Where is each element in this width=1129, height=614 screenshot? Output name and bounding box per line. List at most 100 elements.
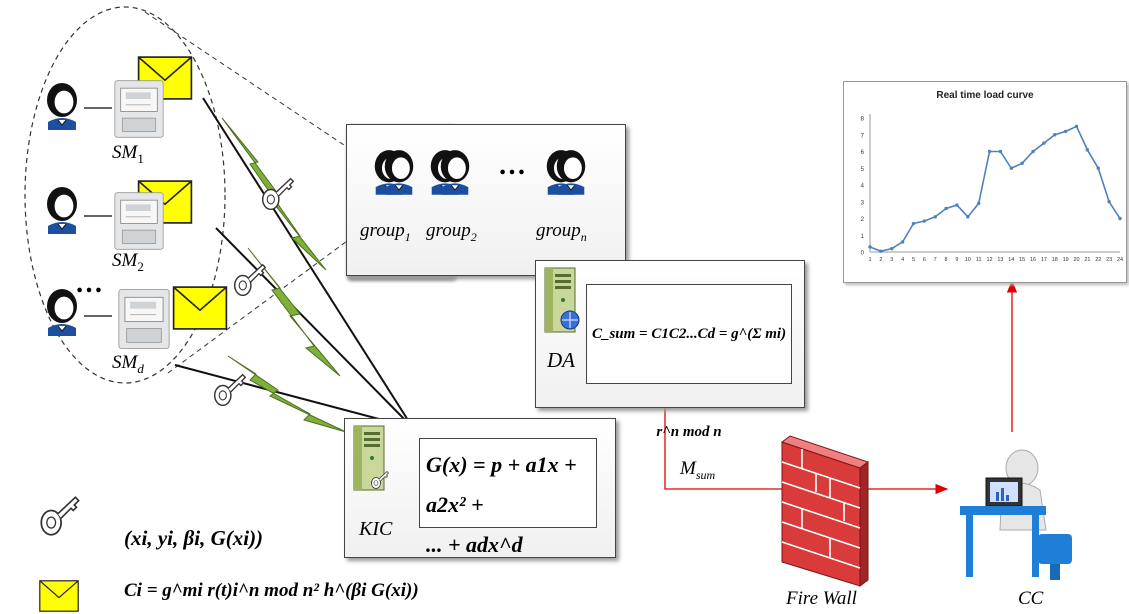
label-group1: group1 [360, 220, 411, 245]
x-tick-label: 2 [879, 257, 882, 263]
data-point [1031, 149, 1035, 154]
x-tick-label: 5 [912, 257, 915, 263]
label-group1-base: group [360, 220, 405, 241]
envelope-legend-text: Ci = g^mi r(t)i^n mod n² h^(βi G(xi)) [124, 580, 419, 601]
ellipsis-meters: … [75, 268, 105, 299]
groups-tile [346, 124, 626, 276]
label-smd: SMd [112, 352, 144, 377]
y-tick-label: 5 [861, 167, 865, 173]
x-tick-label: 17 [1041, 257, 1047, 263]
label-msum: Msum [680, 458, 715, 483]
lightning-link-icon [227, 355, 347, 433]
data-point [998, 149, 1003, 154]
label-sm1-base: SM [112, 142, 138, 163]
user-icon [430, 149, 470, 196]
y-tick-label: 0 [861, 251, 865, 257]
data-point [987, 149, 992, 154]
y-tick-label: 3 [861, 200, 865, 206]
label-smd-sub: d [137, 360, 144, 376]
label-msum-sub: sum [695, 467, 716, 482]
series-line [869, 125, 1121, 252]
chart-title: Real time load curve [936, 90, 1034, 101]
dashed-line-bottom [167, 229, 363, 374]
label-cc: CC [1018, 588, 1044, 609]
ellipsis-groups: … [498, 150, 528, 181]
x-tick-label: 20 [1073, 257, 1079, 263]
key-icon [233, 263, 267, 297]
link-sm1-kic [202, 97, 414, 429]
x-tick-label: 16 [1030, 257, 1036, 263]
group-users [374, 149, 586, 196]
firewall-icon [780, 435, 870, 587]
x-tick-label: 7 [934, 257, 937, 263]
link-sm2-kic [215, 227, 414, 429]
data-point [911, 221, 916, 226]
label-kic: KIC [359, 518, 393, 540]
data-point [1053, 133, 1057, 137]
x-tick-label: 19 [1063, 257, 1069, 263]
data-point [900, 240, 905, 244]
user-icon [46, 82, 78, 130]
label-sm2-sub: 2 [137, 258, 144, 274]
x-tick-label: 6 [923, 257, 926, 263]
kic-formula: G(x) = p + a1x + a2x² + ... + adx^d [419, 438, 597, 557]
x-tick-label: 14 [1008, 257, 1014, 263]
data-point [1020, 161, 1024, 165]
x-tick-label: 11 [976, 257, 982, 263]
data-point [1074, 124, 1079, 129]
label-da: DA [547, 348, 575, 372]
user-icon [46, 186, 78, 234]
label-groupn-base: group [536, 220, 581, 241]
key-legend-text: (xi, yi, βi, G(xi)) [124, 526, 264, 550]
label-sm2: SM2 [112, 250, 144, 275]
x-tick-label: 10 [965, 257, 971, 263]
lightning-link-icon [247, 247, 341, 377]
label-groupn-sub: n [580, 229, 587, 244]
x-tick-label: 18 [1052, 257, 1058, 263]
data-point [976, 201, 981, 206]
y-tick-label: 4 [861, 184, 865, 190]
x-tick-label: 15 [1019, 257, 1025, 263]
y-tick-label: 1 [861, 234, 865, 240]
label-smd-base: SM [112, 352, 138, 373]
x-tick-label: 12 [987, 257, 993, 263]
x-tick-label: 8 [945, 257, 948, 263]
data-point [1063, 129, 1068, 134]
envelope-icon [39, 580, 79, 612]
smart-meter-icon [118, 289, 170, 349]
y-tick-label: 6 [861, 150, 865, 156]
label-sm1: SM1 [112, 142, 144, 167]
link-smd-kic [174, 364, 414, 429]
x-tick-label: 23 [1106, 257, 1112, 263]
user-icon [374, 149, 414, 196]
server-icon [544, 267, 580, 333]
data-point [1107, 200, 1111, 204]
label-sm2-base: SM [112, 250, 138, 271]
kic-formula-line1: G(x) = p + a1x + a2x² + [426, 452, 577, 517]
label-group1-sub: 1 [404, 229, 411, 244]
x-tick-label: 3 [890, 257, 893, 263]
x-tick-label: 24 [1117, 257, 1123, 263]
data-point [1042, 141, 1046, 145]
label-group2-sub: 2 [470, 229, 477, 244]
x-tick-label: 9 [955, 257, 958, 263]
x-tick-label: 1 [868, 257, 871, 263]
da-formula: C_sum = C1C2...Cd = g^(Σ mi) r^n mod n [586, 284, 792, 440]
x-tick-label: 22 [1095, 257, 1101, 263]
data-point [933, 215, 937, 219]
data-point [944, 206, 948, 211]
data-point [966, 215, 970, 219]
data-point [955, 203, 959, 207]
label-group2: group2 [426, 220, 477, 245]
data-point [1085, 148, 1090, 152]
key-icon [40, 496, 80, 536]
label-groupn: groupn [536, 220, 587, 245]
envelope-icon [172, 286, 228, 330]
user-icon [546, 149, 586, 196]
smart-meter-cluster [24, 6, 226, 384]
y-tick-label: 7 [861, 133, 865, 139]
y-tick-label: 2 [861, 217, 865, 223]
